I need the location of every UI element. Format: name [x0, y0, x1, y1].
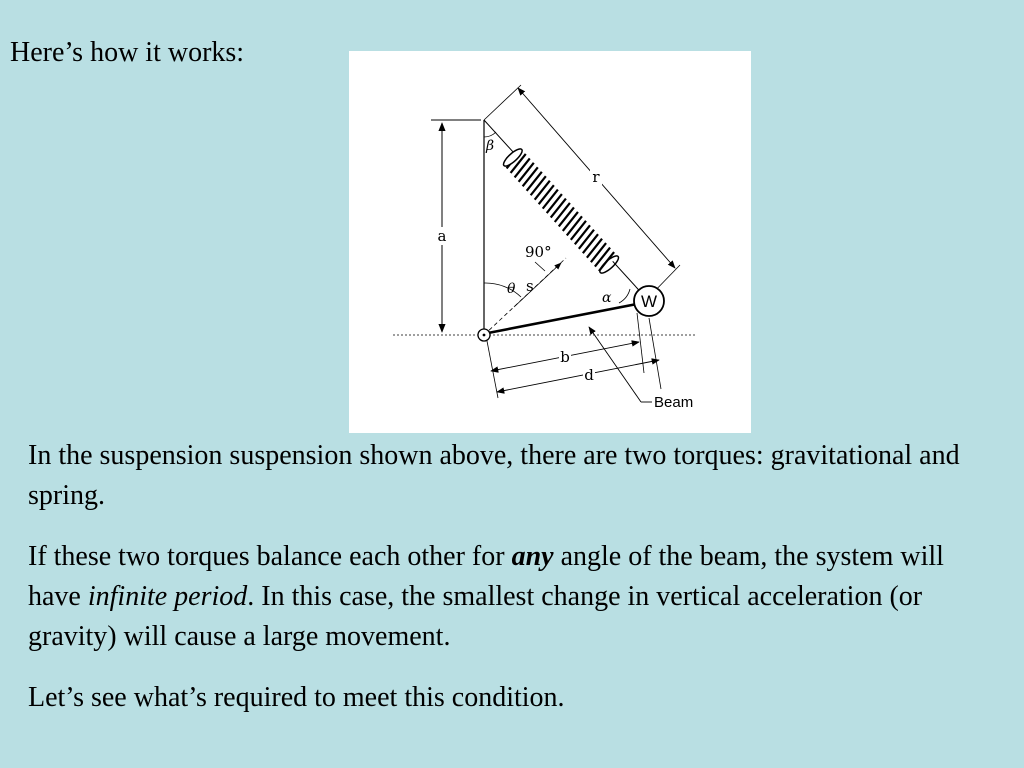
dimension-b-label: b [560, 348, 570, 366]
beta-label: β [485, 138, 494, 154]
explanation-text: In the suspension suspension shown above… [28, 436, 998, 739]
ninety-degree-leader [534, 261, 546, 272]
beam-leader-line [588, 326, 642, 403]
beta-angle-arc [483, 131, 497, 138]
slide-heading: Here’s how it works: [10, 37, 245, 68]
paragraph-torques: In the suspension suspension shown above… [28, 440, 960, 511]
paragraph-balance-part1: If these two torques balance each other … [28, 541, 512, 572]
perpendicular-s-arrow [513, 262, 562, 308]
theta-angle-arc [483, 282, 522, 298]
weight-label: W [641, 292, 657, 311]
beam-line [487, 302, 638, 335]
dimension-d-label-bg [583, 366, 595, 382]
paragraph-balance-part3: . In this case, the smallest change in v… [28, 581, 923, 652]
dimension-r-label-bg [590, 169, 602, 185]
weight-circle [633, 285, 665, 317]
emphasis-infinite-period: infinite period [87, 581, 248, 612]
alpha-label: α [602, 290, 612, 306]
dimension-r-label: r [592, 168, 600, 186]
suspension-diagram: a r β 90° s θ [349, 51, 751, 433]
paragraph-balance: If these two torques balance each other … [28, 537, 998, 657]
dimension-d-arrow [496, 358, 660, 394]
s-label: s [526, 277, 534, 295]
dimension-d-label: d [584, 366, 594, 384]
suspension-diagram-svg: a r β 90° s θ [393, 84, 697, 411]
paragraph-condition: Let’s see what’s required to meet this c… [28, 682, 565, 713]
dimension-a-label: a [438, 227, 447, 245]
paragraph-balance-part2: angle of the beam, the system will have [28, 541, 944, 612]
spring-coil [502, 148, 620, 274]
dimension-d-end-tick [648, 317, 662, 390]
theta-label: θ [507, 281, 516, 297]
alpha-angle-arc [618, 288, 631, 304]
emphasis-any: any [511, 541, 554, 572]
dimension-r-top-tick [483, 84, 522, 121]
ninety-degree-label: 90° [525, 243, 552, 261]
beam-label: Beam [654, 394, 693, 411]
dimension-a-label-bg [435, 227, 449, 245]
